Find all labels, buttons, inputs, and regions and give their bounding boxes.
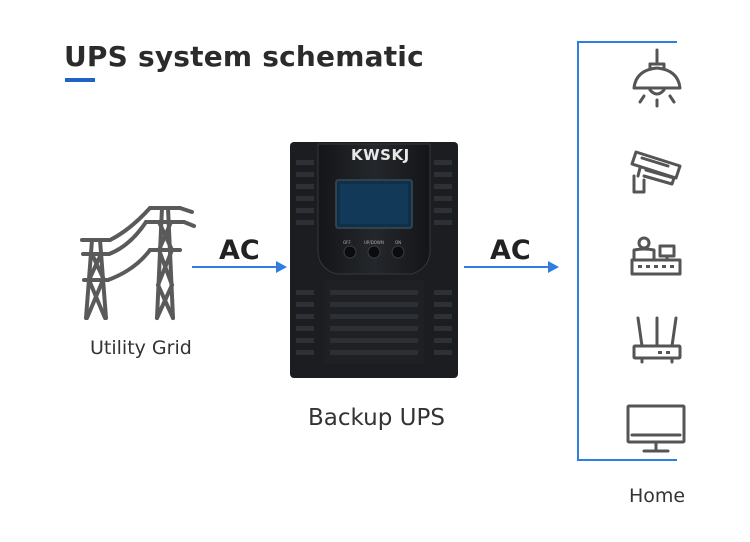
arrow-left-to-ups (192, 261, 287, 273)
ac-label-left: AC (219, 235, 260, 266)
monitor-icon (626, 404, 686, 453)
power-tower-icon (80, 206, 196, 320)
ups-brand: KWSKJ (351, 146, 410, 164)
wifi-router-icon (632, 316, 682, 364)
ups-button-on: ON (395, 240, 402, 245)
ceiling-lamp-icon (632, 48, 682, 108)
backup-ups-label: Backup UPS (308, 405, 445, 431)
ac-label-right: AC (490, 235, 531, 266)
cash-register-icon (630, 236, 682, 276)
title-underline (65, 78, 95, 82)
arrow-ups-to-home (464, 261, 559, 273)
utility-grid-label: Utility Grid (90, 337, 192, 359)
home-label: Home (629, 485, 686, 507)
ups-device (290, 142, 458, 378)
ups-button-updown: UP/DOWN (364, 240, 384, 245)
ups-button-off: OFF (343, 240, 351, 245)
page-title: UPS system schematic (64, 40, 424, 73)
home-bracket (577, 41, 677, 461)
security-camera-icon (630, 150, 682, 194)
